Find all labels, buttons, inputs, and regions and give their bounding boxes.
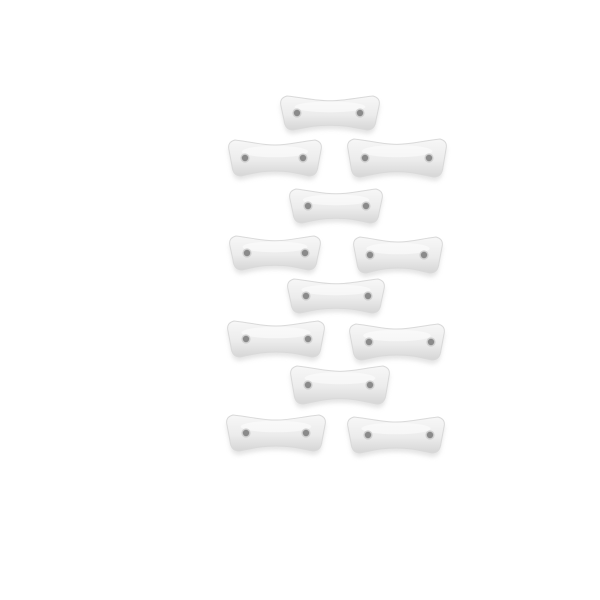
bolt-hole — [356, 109, 364, 117]
bolt-hole — [362, 202, 370, 210]
bolt-hole — [304, 335, 312, 343]
climbing-hold — [287, 278, 385, 317]
bolt-hole — [361, 154, 369, 162]
climbing-hold — [347, 138, 447, 181]
climbing-hold — [347, 416, 445, 457]
bolt-hole — [366, 381, 374, 389]
hold-highlight — [302, 194, 370, 206]
bolt-hole — [365, 338, 373, 346]
hold-highlight — [241, 145, 309, 158]
hold-highlight — [242, 241, 308, 253]
climbing-hold — [229, 235, 321, 274]
climbing-hold — [226, 414, 326, 455]
bolt-hole — [426, 431, 434, 439]
bolt-hole — [302, 292, 310, 300]
bolt-hole — [366, 251, 374, 259]
bolt-hole — [243, 249, 251, 257]
hold-highlight — [294, 101, 366, 113]
climbing-hold — [227, 320, 325, 361]
hold-highlight — [304, 372, 376, 385]
hold-highlight — [363, 329, 431, 342]
bolt-hole — [427, 338, 435, 346]
climbing-hold — [228, 139, 322, 180]
hold-highlight — [361, 422, 431, 435]
bolt-hole — [304, 202, 312, 210]
bolt-hole — [364, 292, 372, 300]
bolt-hole — [242, 335, 250, 343]
bolt-hole — [242, 429, 250, 437]
bolt-hole — [299, 154, 307, 162]
bolt-hole — [364, 431, 372, 439]
bolt-hole — [425, 154, 433, 162]
bolt-hole — [304, 381, 312, 389]
climbing-hold — [280, 95, 380, 134]
climbing-hold — [289, 188, 383, 227]
hold-highlight — [241, 326, 311, 339]
climbing-hold — [290, 365, 390, 408]
hold-highlight — [301, 284, 371, 296]
hold-highlight — [366, 242, 430, 255]
hold-highlight — [361, 145, 433, 158]
climbing-hold — [349, 323, 445, 364]
climbing-hold — [353, 236, 443, 277]
hold-highlight — [240, 420, 312, 433]
bolt-hole — [420, 251, 428, 259]
bolt-hole — [241, 154, 249, 162]
bolt-hole — [293, 109, 301, 117]
bolt-hole — [301, 249, 309, 257]
bolt-hole — [302, 429, 310, 437]
